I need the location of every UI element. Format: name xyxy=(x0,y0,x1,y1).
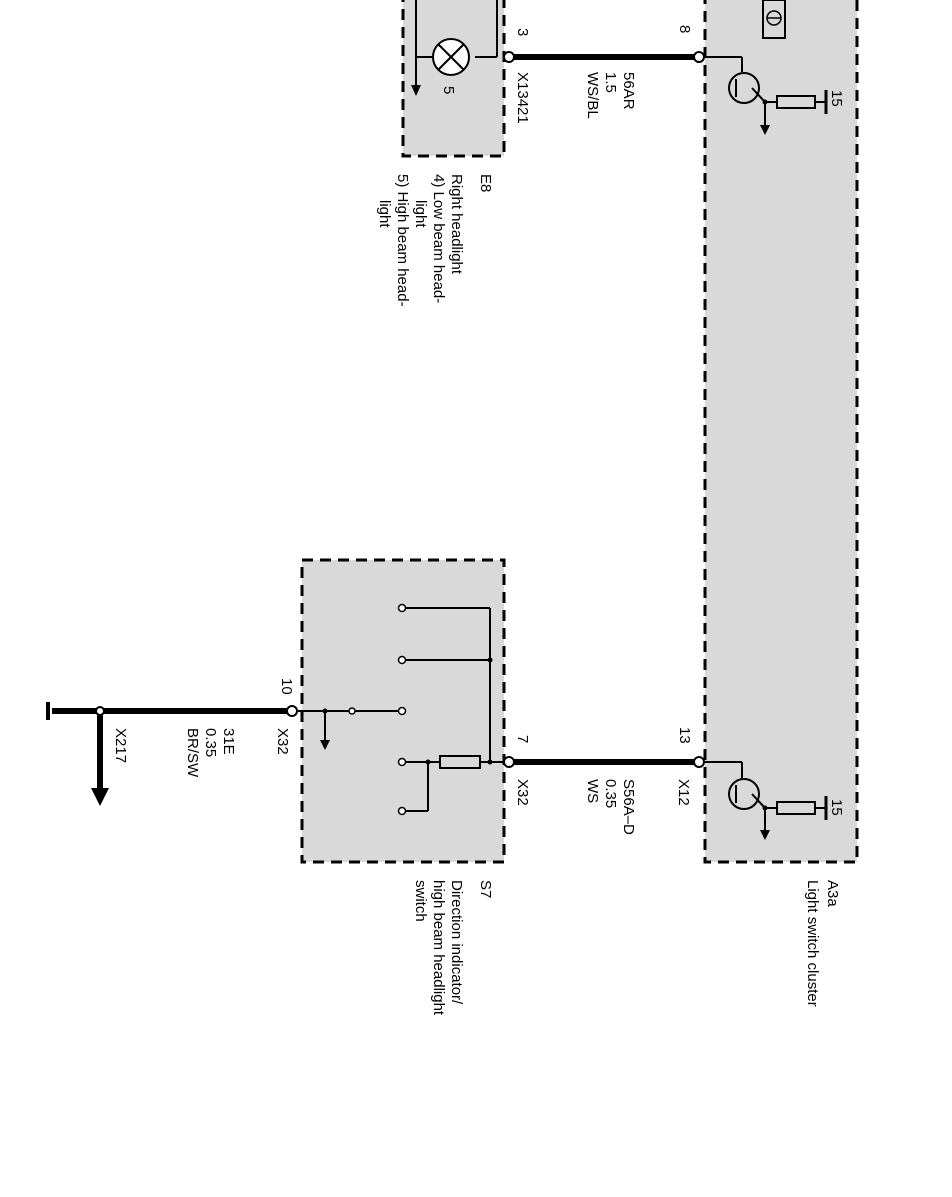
wire-s56a-d-code: S56A–D xyxy=(620,779,637,835)
connector-x32-ground-label: X32 xyxy=(274,728,291,755)
connector-x32-label: X32 xyxy=(514,779,531,806)
s7-description-line1: Direction indicator/ xyxy=(448,880,465,1005)
pin-3-label: 3 xyxy=(514,28,531,36)
wire-56ar-code: 56AR xyxy=(620,72,637,110)
a3a-description: Light switch cluster xyxy=(804,880,821,1007)
lamp-pin-5-label: 5 xyxy=(440,86,457,94)
wire-s56a-d-gauge: 0.35 xyxy=(602,779,619,808)
splice-x217-label: X217 xyxy=(112,728,129,763)
wire-31e-gauge: 0.35 xyxy=(202,728,219,757)
pin-10-label: 10 xyxy=(278,678,295,695)
e8-id-label: E8 xyxy=(477,174,494,192)
a3a-top-transistor-circuit xyxy=(697,56,828,135)
e8-high-beam-label-cont: light xyxy=(376,200,393,228)
s7-id-label: S7 xyxy=(477,880,494,898)
connector-x13421-label: X13421 xyxy=(514,72,531,124)
connector-x12-label: X12 xyxy=(675,779,692,806)
wire-56ar-color: WS/BL xyxy=(584,72,601,119)
e8-low-beam-label: 4) Low beam head- xyxy=(430,174,447,303)
lamp-icon xyxy=(411,0,498,96)
wire-s56a-d xyxy=(503,756,705,768)
wire-31e-ground xyxy=(46,702,298,806)
a3a-id-label: A3a xyxy=(824,880,841,907)
wire-31e-color: BR/SW xyxy=(184,728,201,778)
e8-description: Right headlight xyxy=(448,174,465,275)
pin-7-label: 7 xyxy=(514,735,531,743)
wire-56ar-gauge: 1.5 xyxy=(602,72,619,93)
e8-right-headlight-box xyxy=(401,0,506,158)
e8-low-beam-label-cont: light xyxy=(412,200,429,228)
s7-switch-contacts xyxy=(292,603,505,816)
s7-description-line2: high beam headlight xyxy=(430,880,447,1016)
control-unit-icon xyxy=(762,0,786,39)
wire-s56a-d-color: WS xyxy=(584,779,601,803)
pin-13-label: 13 xyxy=(676,727,693,744)
s7-description-line3: switch xyxy=(412,880,429,922)
terminal-15-top-label: 15 xyxy=(828,90,845,107)
wire-56ar xyxy=(503,51,705,63)
a3a-bottom-transistor-circuit xyxy=(697,761,828,840)
terminal-15-bottom-label: 15 xyxy=(828,799,845,816)
wire-31e-code: 31E xyxy=(220,728,237,755)
pin-8-label: 8 xyxy=(676,25,693,33)
e8-high-beam-label: 5) High beam head- xyxy=(394,174,411,307)
a3a-light-switch-cluster-box xyxy=(703,0,859,864)
